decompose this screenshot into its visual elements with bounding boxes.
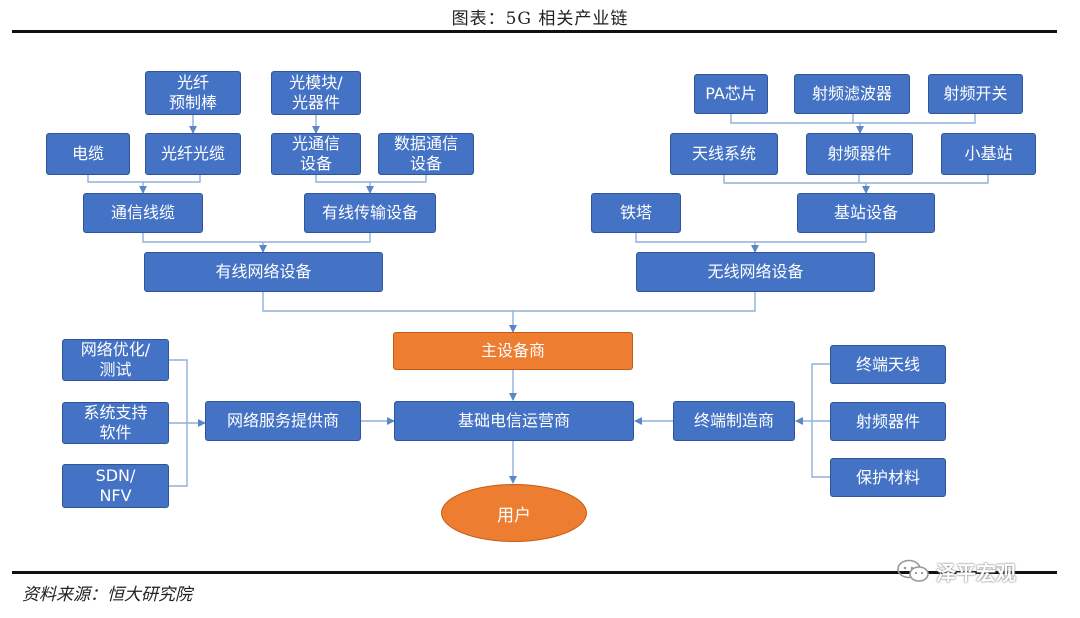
node-terminal-maker[interactable]: 终端制造商 (673, 401, 795, 441)
top-rule (12, 30, 1057, 33)
line-switch-rf (860, 114, 976, 124)
node-fiber-cable[interactable]: 光纤光缆 (145, 133, 241, 175)
line-trans-wirednet (263, 233, 371, 243)
watermark: 泽平宏观 (896, 558, 1016, 585)
node-wired-transmission[interactable]: 有线传输设备 (304, 193, 436, 233)
node-optical-module[interactable]: 光模块/ 光器件 (271, 71, 361, 115)
node-wireless-network[interactable]: 无线网络设备 (636, 252, 875, 292)
node-fiber-preform[interactable]: 光纤 预制棒 (145, 71, 241, 115)
line-pa-rf (730, 114, 864, 134)
node-antenna-system[interactable]: 天线系统 (670, 133, 778, 175)
node-cable[interactable]: 电缆 (46, 133, 130, 175)
node-rf-device-bottom[interactable]: 射频器件 (830, 402, 946, 441)
node-network-service[interactable]: 网络服务提供商 (205, 401, 361, 441)
node-net-optimization[interactable]: 网络优化/ 测试 (62, 339, 169, 381)
node-data-comm[interactable]: 数据通信 设备 (378, 133, 474, 175)
wechat-icon (897, 559, 929, 582)
line-cable-commcable (87, 175, 147, 194)
line-tower-wireless (635, 233, 759, 253)
line-wireless-main (513, 292, 756, 312)
line-optical-wired (315, 175, 374, 194)
node-optical-comm[interactable]: 光通信 设备 (271, 133, 361, 175)
node-rf-switch[interactable]: 射频开关 (928, 74, 1023, 114)
node-tower[interactable]: 铁塔 (591, 193, 681, 233)
node-small-cell[interactable]: 小基站 (941, 133, 1036, 175)
watermark-text: 泽平宏观 (936, 560, 1016, 585)
line-comm-wirednet (142, 233, 267, 253)
node-rf-filter[interactable]: 射频滤波器 (794, 74, 910, 114)
node-telecom-operator[interactable]: 基础电信运营商 (394, 401, 634, 441)
node-sdn-nfv[interactable]: SDN/ NFV (62, 464, 169, 508)
node-system-support[interactable]: 系统支持 软件 (62, 402, 169, 444)
node-user[interactable]: 用户 (441, 484, 587, 542)
source-note: 资料来源：恒大研究院 (22, 585, 192, 605)
line-antenna-bs (723, 175, 870, 194)
chart-title: 图表：5G 相关产业链 (451, 9, 629, 29)
line-wirednet-main (262, 292, 517, 333)
line-fiber-commcable (143, 175, 201, 183)
node-base-station[interactable]: 基站设备 (797, 193, 935, 233)
node-rf-device-top[interactable]: 射频器件 (806, 133, 913, 175)
node-terminal-antenna[interactable]: 终端天线 (830, 345, 946, 384)
bottom-rule (12, 571, 1057, 574)
node-pa-chip[interactable]: PA芯片 (694, 74, 768, 114)
line-data-wired (370, 175, 427, 183)
node-main-equipment[interactable]: 主设备商 (393, 332, 633, 370)
line-small-bs (866, 175, 989, 184)
line-bs-wireless (755, 233, 867, 243)
node-protective-material[interactable]: 保护材料 (830, 458, 946, 497)
node-comm-cable[interactable]: 通信线缆 (83, 193, 203, 233)
node-wired-network[interactable]: 有线网络设备 (144, 252, 383, 292)
